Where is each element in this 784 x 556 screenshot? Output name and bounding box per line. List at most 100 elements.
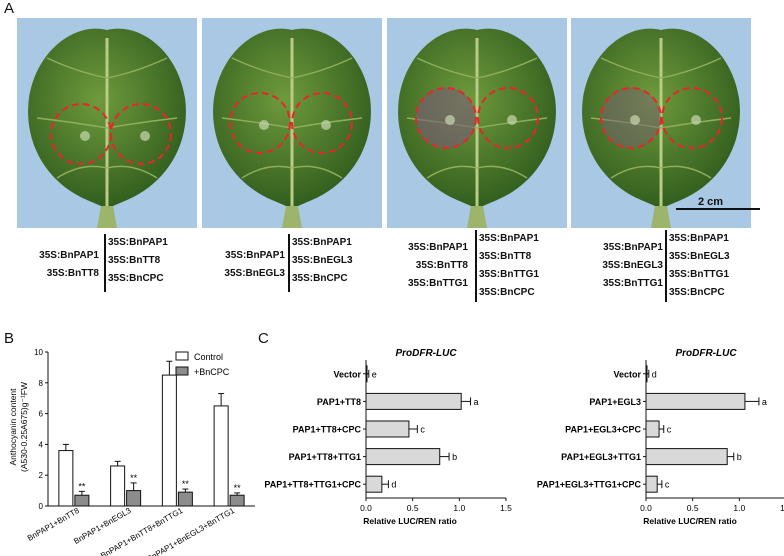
significance-letter: c — [420, 425, 425, 435]
combo-right-line: 35S:BnCPC — [669, 287, 725, 298]
bar — [645, 392, 746, 410]
leaf-vein-shape — [56, 165, 108, 179]
dashed-circle-marker — [229, 92, 291, 154]
bar-bncpc — [126, 490, 142, 507]
combo-right-line: 35S:BnCPC — [108, 273, 164, 284]
combo-label-1: 35S:BnPAP1 35S:BnTT8 35S:BnPAP1 35S:BnTT… — [20, 234, 195, 314]
x-tick-label: 0.5 — [687, 503, 699, 513]
combo-label-4: 35S:BnPAP1 35S:BnEGL3 35S:BnTTG1 35S:BnP… — [580, 230, 760, 310]
leaf-petiole-shape — [282, 206, 302, 228]
leaf-vein-shape — [416, 57, 478, 79]
leaf-vein-shape — [221, 117, 293, 129]
combo-right-line: 35S:BnEGL3 — [292, 255, 353, 266]
leaf-vein-shape — [291, 57, 353, 79]
panel-label-c: C — [258, 330, 269, 347]
panel-label-a: A — [4, 0, 15, 17]
category-label: PAP1+TT8+CPC — [293, 425, 362, 435]
combo-right-line: 35S:BnPAP1 — [479, 233, 539, 244]
significance-letter: e — [372, 369, 377, 379]
x-tick-label: 1.0 — [733, 503, 745, 513]
y-axis-label: (A530-0.25A675)g⁻¹FW — [19, 382, 29, 472]
leaf-illustration — [398, 28, 556, 228]
leaf-vein-shape — [231, 57, 293, 79]
panel-label-b: B — [4, 330, 15, 347]
leaf-illustration — [213, 28, 371, 228]
y-tick-label: 6 — [39, 410, 44, 419]
combo-right-line: 35S:BnTT8 — [108, 255, 161, 266]
legend-label: Control — [194, 352, 223, 362]
chart-title: ProDFR-LUC — [395, 348, 457, 359]
leaf-vein-shape — [106, 57, 168, 79]
category-label: PAP1+EGL3+TTG1+CPC — [537, 480, 642, 490]
combo-left-line: 35S:BnTT8 — [46, 268, 99, 279]
leaf-photo-3 — [387, 18, 567, 228]
combo-right-line: 35S:BnTT8 — [479, 251, 532, 262]
significance-label: ** — [234, 483, 242, 493]
leaf-vein-shape — [660, 57, 722, 79]
infiltration-spot-shape — [80, 131, 90, 141]
leaf-vein-shape — [426, 165, 478, 179]
significance-letter: d — [652, 369, 657, 379]
y-axis-label: Anthocyanin content — [8, 388, 18, 466]
significance-letter: d — [391, 480, 396, 490]
combo-right-line: 35S:BnCPC — [292, 273, 348, 284]
x-tick-label: 1.5 — [780, 503, 784, 513]
bar-bncpc — [177, 491, 193, 507]
combo-label-2: 35S:BnPAP1 35S:BnEGL3 35S:BnPAP1 35S:BnE… — [206, 234, 381, 314]
significance-letter: b — [452, 452, 457, 462]
leaf-petiole-shape — [651, 206, 671, 228]
significance-letter: a — [474, 397, 479, 407]
infiltration-spot-shape — [691, 115, 701, 125]
category-label: PAP1+TT8+TTG1+CPC — [264, 480, 361, 490]
significance-letter: a — [762, 397, 767, 407]
combo-left-line: 35S:BnTTG1 — [602, 278, 663, 289]
combo-right-line: 35S:BnPAP1 — [292, 237, 352, 248]
bar-bncpc — [74, 494, 90, 507]
significance-letter: c — [667, 425, 672, 435]
dashed-circle-marker — [291, 92, 353, 154]
combo-right-line: 35S:BnTTG1 — [479, 269, 540, 280]
scale-bar-label: 2 cm — [698, 196, 724, 208]
chart-title: ProDFR-LUC — [675, 348, 737, 359]
bar — [365, 392, 462, 410]
combo-label-3: 35S:BnPAP1 35S:BnTT8 35S:BnTTG1 35S:BnPA… — [391, 230, 566, 310]
x-axis-label: Relative LUC/REN ratio — [363, 516, 457, 526]
dashed-circle-marker — [477, 87, 539, 149]
legend-swatch — [175, 366, 189, 376]
combo-left-line: 35S:BnPAP1 — [603, 242, 663, 253]
category-label: PAP1+EGL3 — [589, 397, 641, 407]
combo-divider — [104, 234, 106, 292]
combo-right-line: 35S:BnEGL3 — [669, 251, 730, 262]
leaf-vein-shape — [610, 165, 662, 179]
leaf-photo-2 — [202, 18, 382, 228]
x-tick-label: 1.0 — [453, 503, 465, 513]
combo-left-line: 35S:BnTT8 — [415, 260, 468, 271]
combo-left-line: 35S:BnEGL3 — [224, 268, 285, 279]
bar-control — [161, 374, 177, 507]
leaf-vein-shape — [106, 117, 178, 129]
category-label: PAP1+TT8+TTG1 — [289, 452, 361, 462]
bar-control — [58, 450, 74, 507]
bar — [365, 448, 441, 466]
leaf-illustration — [28, 28, 186, 228]
bar — [365, 420, 410, 438]
category-label: PAP1+EGL3+TTG1 — [561, 452, 641, 462]
leaf-vein-shape — [106, 165, 158, 179]
category-label: Vector — [613, 369, 641, 379]
bar-control — [213, 405, 229, 507]
infiltration-spot-shape — [507, 115, 517, 125]
x-axis-label: Relative LUC/REN ratio — [643, 516, 737, 526]
significance-label: ** — [182, 479, 190, 489]
combo-left-line: 35S:BnPAP1 — [225, 250, 285, 261]
infiltration-spot-shape — [445, 115, 455, 125]
leaf-photo-1 — [17, 18, 197, 228]
significance-label: ** — [78, 481, 86, 491]
x-tick-label: 0.5 — [407, 503, 419, 513]
leaf-vein-shape — [241, 165, 293, 179]
significance-letter: c — [665, 480, 670, 490]
bar — [645, 448, 728, 466]
combo-divider — [475, 230, 477, 302]
